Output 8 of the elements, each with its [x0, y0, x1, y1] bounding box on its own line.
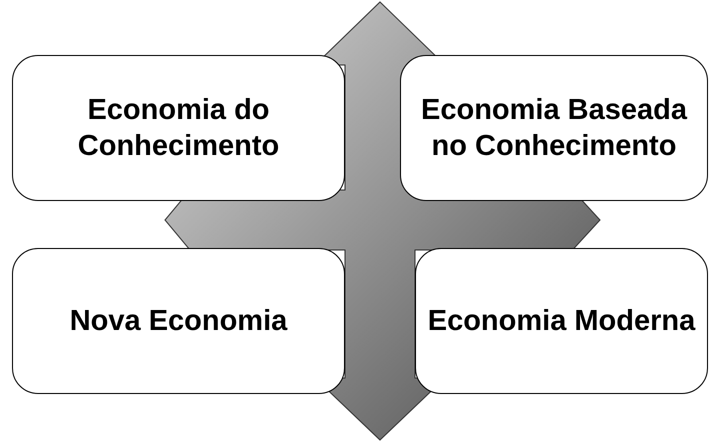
rounded-box — [12, 248, 345, 394]
box-label: Nova Economia — [70, 304, 288, 339]
box-label: Economia do Conhecimento — [76, 92, 280, 164]
rounded-box — [415, 248, 708, 394]
rounded-box — [12, 55, 345, 201]
box-label: Economia Moderna — [428, 304, 696, 339]
box-label: Economia Baseada no Conhecimento — [420, 92, 688, 164]
rounded-box — [400, 55, 708, 201]
